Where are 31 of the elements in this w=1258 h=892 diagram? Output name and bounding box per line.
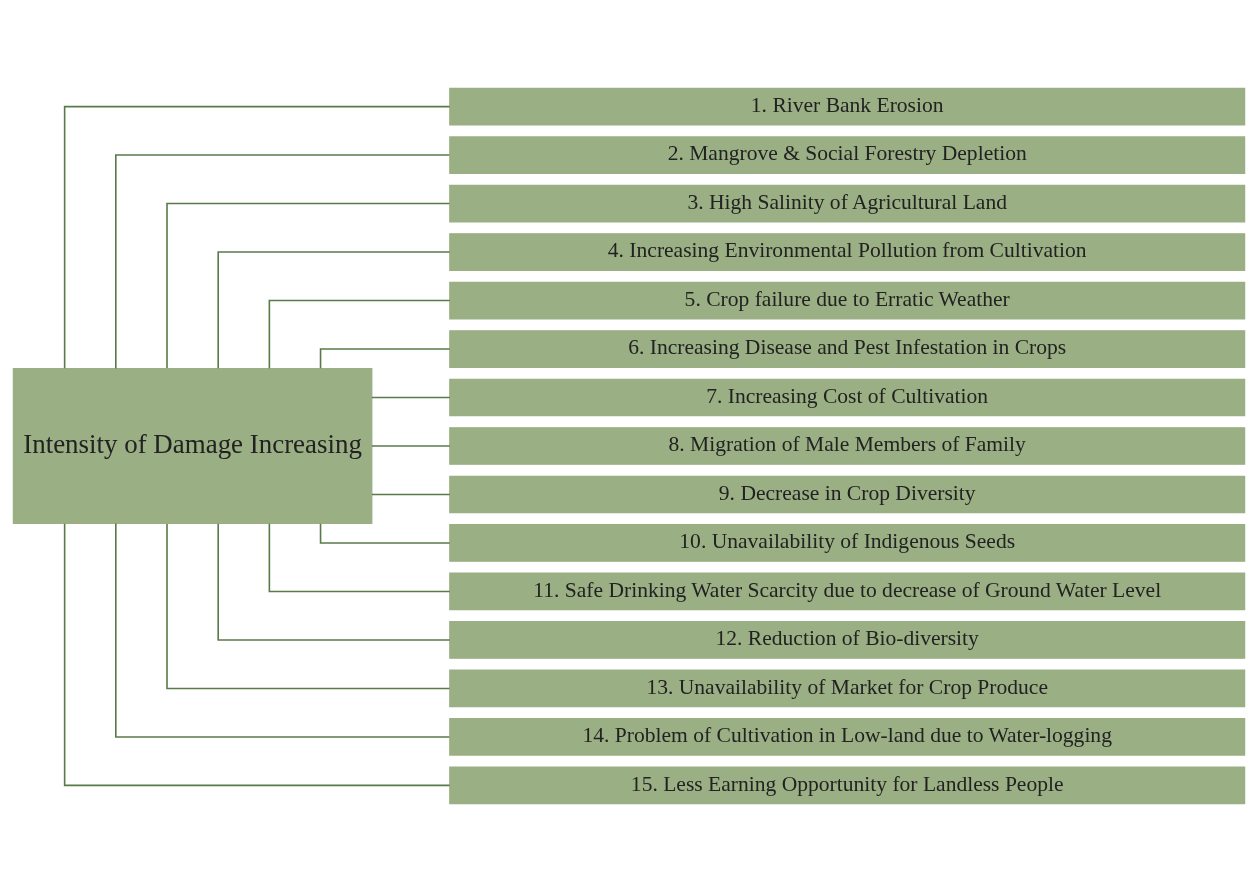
connector [217, 522, 451, 641]
node-box: 1. River Bank Erosion [449, 87, 1246, 126]
connector [371, 396, 451, 399]
node-box: 15. Less Earning Opportunity for Landless People [449, 766, 1246, 805]
connector [268, 523, 451, 593]
connector [268, 299, 451, 369]
connector [217, 251, 451, 370]
node-box: 7. Increasing Cost of Cultivation [449, 378, 1246, 417]
connector [166, 523, 451, 690]
node-box: 10. Unavailability of Indigenous Seeds [449, 524, 1246, 562]
connector [115, 522, 451, 738]
connector [319, 348, 451, 369]
node-box: 14. Problem of Cultivation in Low-land due to Water-logging [449, 718, 1246, 756]
connector [63, 523, 451, 787]
node-box: 12. Reduction of Bio-diversity [449, 621, 1246, 659]
node-box: 8. Migration of Male Members of Family [449, 427, 1246, 465]
node-box: 3. High Salinity of Agricultural Land [449, 184, 1246, 223]
node-box: 13. Unavailability of Market for Crop Produce [449, 669, 1246, 708]
node-box: 6. Increasing Disease and Pest Infestation in Crops [449, 330, 1246, 368]
node-box: Intensity of Damage Increasing [12, 367, 373, 525]
connector [63, 105, 451, 369]
connector [371, 493, 451, 496]
connector [371, 445, 451, 447]
node-box: 9. Decrease in Crop Diversity [449, 475, 1246, 514]
connector [166, 202, 451, 369]
connector [319, 523, 451, 544]
node-box: 5. Crop failure due to Erratic Weather [449, 281, 1246, 320]
node-box: 11. Safe Drinking Water Scarcity due to decrease of Ground Water Level [449, 572, 1246, 611]
connector [115, 154, 451, 370]
node-box: 4. Increasing Environmental Pollution from Cultivation [449, 233, 1246, 271]
node-box: 2. Mangrove & Social Forestry Depletion [449, 136, 1246, 174]
